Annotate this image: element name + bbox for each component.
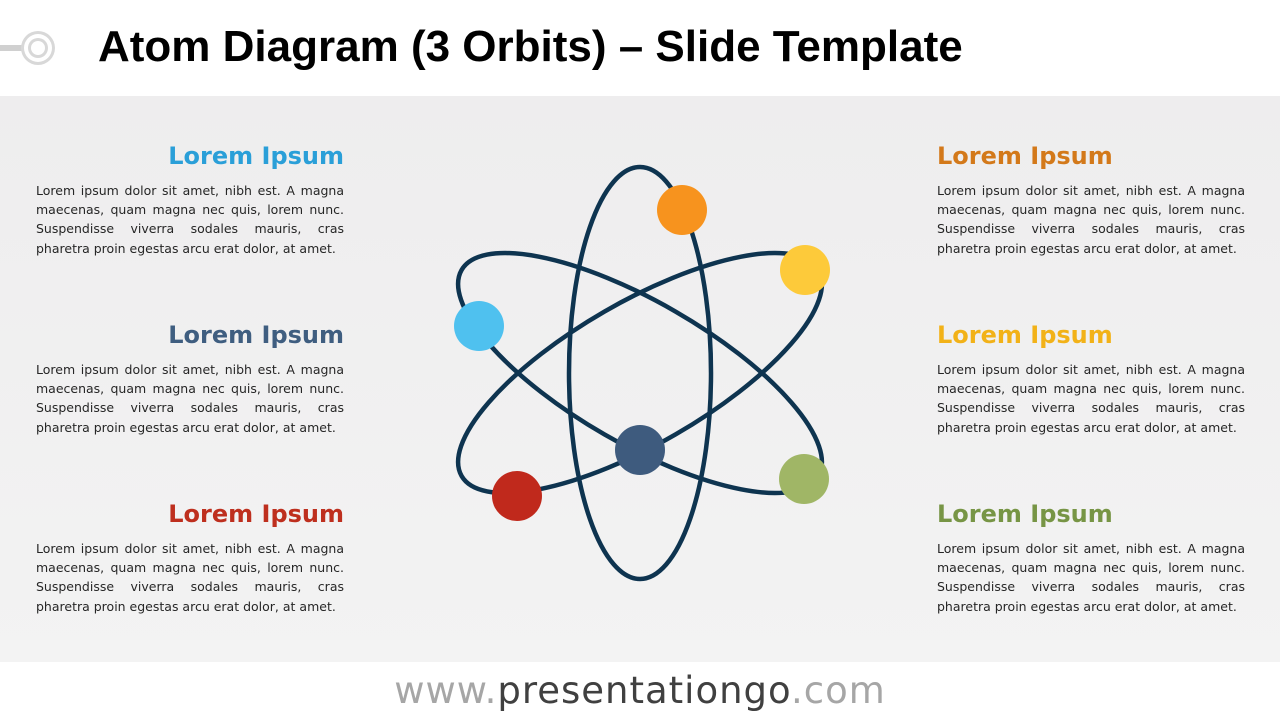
orbit-vertical	[566, 164, 714, 582]
block-heading: Lorem Ipsum	[168, 321, 344, 349]
text-block-bottom-right: Lorem Ipsum Lorem ipsum dolor sit amet, …	[937, 499, 1245, 616]
text-block-middle-right: Lorem Ipsum Lorem ipsum dolor sit amet, …	[937, 320, 1245, 437]
slide-title: Atom Diagram (3 Orbits) – Slide Template	[98, 22, 963, 71]
block-body: Lorem ipsum dolor sit amet, nibh est. A …	[36, 362, 344, 435]
block-heading: Lorem Ipsum	[168, 142, 344, 170]
slide-content	[0, 96, 1280, 662]
block-body: Lorem ipsum dolor sit amet, nibh est. A …	[937, 183, 1245, 256]
text-block-middle-left: Lorem Ipsum Lorem ipsum dolor sit amet, …	[36, 320, 344, 437]
text-block-top-left: Lorem Ipsum Lorem ipsum dolor sit amet, …	[36, 141, 344, 258]
url-suffix: .com	[791, 669, 886, 712]
url-prefix: www.	[394, 669, 498, 712]
atom-diagram	[454, 164, 830, 582]
block-heading: Lorem Ipsum	[937, 321, 1113, 349]
footer-url[interactable]: www.presentationgo.com	[394, 670, 886, 712]
electron-orange	[657, 185, 707, 235]
block-body: Lorem ipsum dolor sit amet, nibh est. A …	[36, 183, 344, 256]
block-heading: Lorem Ipsum	[937, 142, 1113, 170]
electron-light-blue	[454, 301, 504, 351]
text-block-bottom-left: Lorem Ipsum Lorem ipsum dolor sit amet, …	[36, 499, 344, 616]
block-body: Lorem ipsum dolor sit amet, nibh est. A …	[937, 362, 1245, 435]
url-domain: presentationgo	[497, 669, 792, 712]
nucleus	[615, 425, 665, 475]
block-body: Lorem ipsum dolor sit amet, nibh est. A …	[937, 541, 1245, 614]
block-heading: Lorem Ipsum	[937, 500, 1113, 528]
electron-yellow	[780, 245, 830, 295]
block-heading: Lorem Ipsum	[168, 500, 344, 528]
electron-red	[492, 471, 542, 521]
footer: www.presentationgo.com	[0, 662, 1280, 720]
block-body: Lorem ipsum dolor sit amet, nibh est. A …	[36, 541, 344, 614]
electron-green	[779, 454, 829, 504]
title-bar: Atom Diagram (3 Orbits) – Slide Template	[0, 0, 1280, 96]
text-block-top-right: Lorem Ipsum Lorem ipsum dolor sit amet, …	[937, 141, 1245, 258]
presentationgo-logo-icon	[0, 31, 55, 65]
